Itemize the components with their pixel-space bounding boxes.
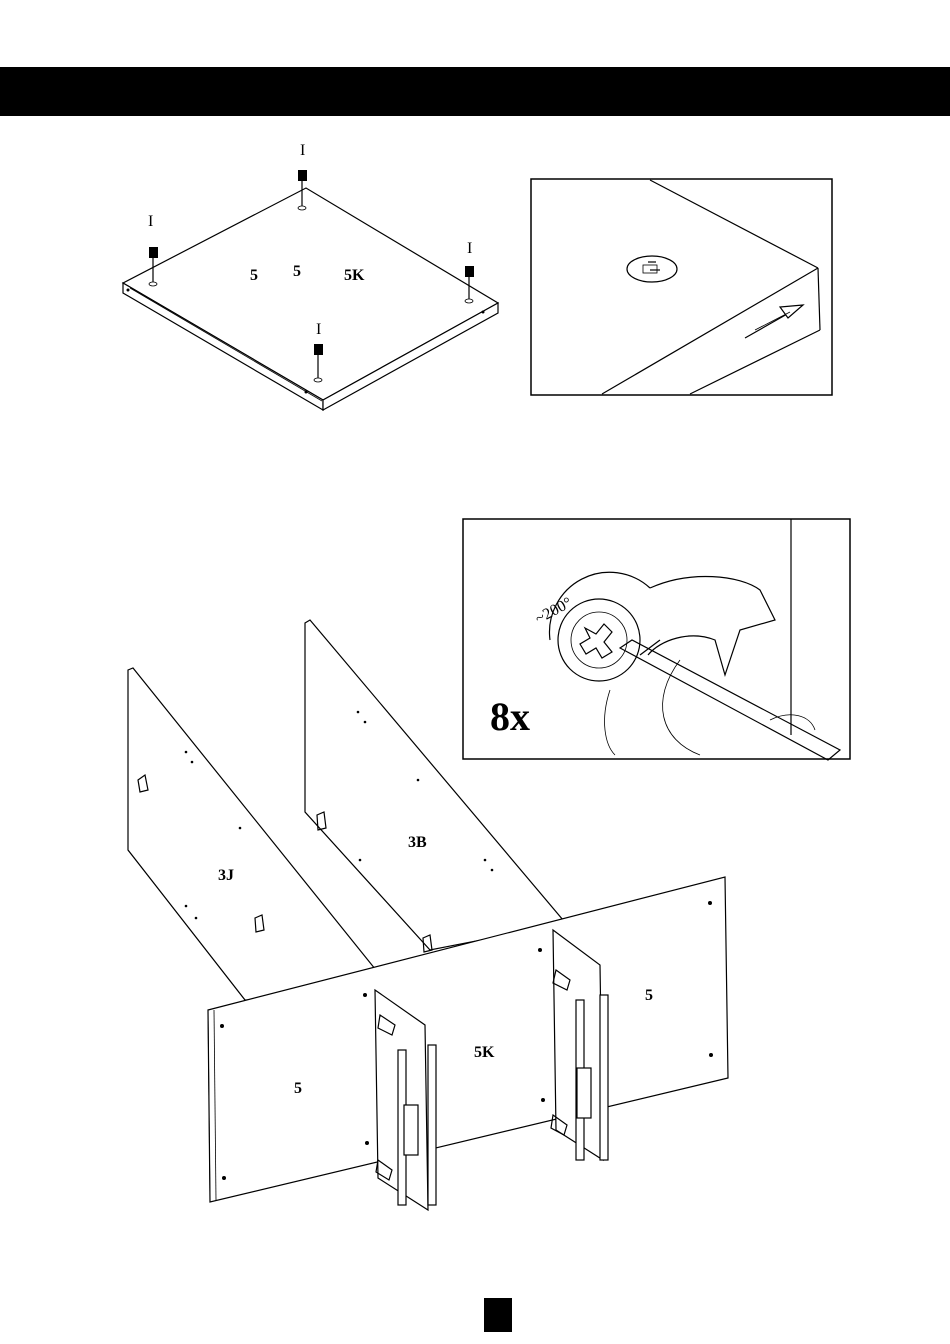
label-base-5k: 5K: [474, 1044, 495, 1061]
label-foot-right: I: [467, 240, 472, 257]
detail-box-cam-lock: [531, 179, 832, 395]
label-foot-top: I: [300, 142, 305, 159]
label-panel-left: 5: [294, 1080, 302, 1097]
label-foot-left: I: [148, 213, 153, 230]
label-side-3j: 3J: [218, 867, 234, 884]
quantity-label: 8x: [490, 694, 530, 739]
label-side-3b: 3B: [408, 834, 427, 851]
detail-box-rotate: ~200° 8x: [463, 519, 850, 760]
page-number-marker: [484, 1298, 512, 1332]
step1-board: [123, 188, 498, 410]
divider-right: [551, 930, 608, 1160]
label-panel-b: 5: [293, 263, 301, 280]
label-foot-bottom: I: [316, 321, 321, 338]
label-panel-c: 5K: [344, 267, 365, 284]
label-panel-a: 5: [250, 267, 258, 284]
label-panel-right: 5: [645, 987, 653, 1004]
